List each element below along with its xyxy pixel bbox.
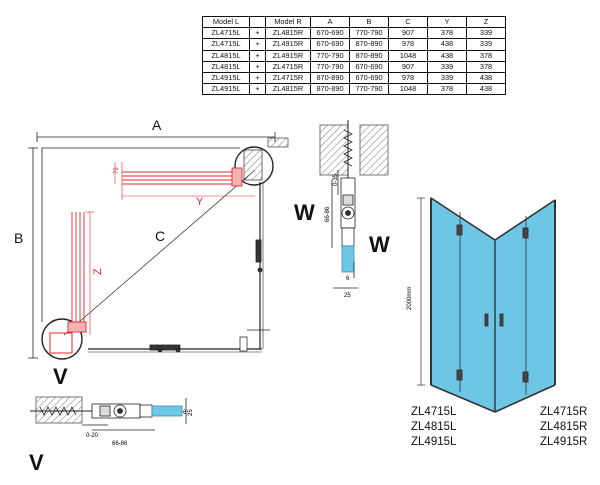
profile-lower [341,227,355,247]
top-profile-left [430,197,496,241]
label-0-20: 0-20 [86,433,99,439]
screw-icon-v [39,406,77,416]
label-66-86-v: 66-86 [112,441,128,447]
bottom-profile-right [494,384,556,413]
screw-icon [343,129,353,167]
right-model-list: ZL4715R ZL4815R ZL4915R [540,405,587,450]
spec-table: Model L Model R A B C Y Z ZL4715L+ZL4815… [202,15,506,96]
detail-circle-v [41,318,83,360]
corner-bracket [239,336,248,352]
hinge-icon [257,267,263,273]
handle-side [255,239,262,263]
hinge-icon [175,347,181,353]
right-model: ZL4815R [540,421,588,433]
label-v-plan: V [53,364,68,389]
hinge-icon [522,227,529,239]
label-v-detail: V [29,450,44,475]
left-model: ZL4815L [411,421,457,433]
bottom-profile-left [430,384,496,413]
hinge-icon [157,347,163,353]
wall-section-w-right [359,124,389,176]
label-c: C [155,228,166,244]
label-6-v: 6 [183,410,187,416]
label-height: 2000mm [407,287,413,310]
left-model: ZL4715L [411,406,457,418]
profile-bolt-center [345,210,351,216]
detail-v-drawing [30,396,187,431]
hinge-icon [456,224,463,236]
detail-w-hatch [243,149,263,181]
red-hinge-left [67,321,87,333]
glass-section-w [341,245,355,273]
table-cell: + [249,83,266,96]
table-cell: 770-790 [349,83,389,96]
detail-v-frame [49,332,73,354]
label-79: 79 [114,167,120,174]
detail-w-drawing [319,120,389,289]
wall-section-w [319,124,349,176]
diagonal-c [63,169,256,336]
wall-hatch [267,137,289,148]
plan-view [28,132,289,360]
left-model: ZL4915L [411,436,457,448]
label-25-w: 25 [344,293,351,299]
label-a: A [152,117,162,133]
label-66-86-w: 66-86 [325,206,331,222]
profile-slot [342,194,354,206]
profile-bolt-center-v [117,408,123,414]
red-hinge-top [231,167,243,187]
label-y: Y [196,196,204,208]
right-model: ZL4915R [540,436,588,448]
elevation-view [417,197,556,413]
left-glass-panel [430,197,496,413]
table-cell: ZL4915L [202,83,250,96]
label-6-w: 6 [346,276,350,282]
label-z: Z [92,268,104,275]
label-w-detail: W [294,200,315,225]
hinge-icon [456,369,463,381]
wall-section-v [35,396,83,424]
label-w-elevation: W [369,232,390,257]
label-25-v: 25 [188,409,194,416]
top-profile-right [494,199,556,241]
table-cell: 438 [466,83,506,96]
plan-open-doors [67,162,255,335]
handle-icon [484,313,489,327]
profile-end-v [139,404,153,418]
left-model-list: ZL4715L ZL4815L ZL4915L [411,405,456,450]
profile-slot-v [99,405,111,417]
right-model: ZL4715R [540,406,588,418]
table-cell: 1048 [388,83,428,96]
glass-section-v [151,405,183,417]
handle-front [149,344,181,351]
label-b: B [14,230,24,246]
table-cell: 870-890 [310,83,350,96]
handle-icon [499,313,504,327]
detail-circle-w [234,146,274,186]
label-0-35: 0-35 [333,173,339,186]
hinge-icon [522,371,529,383]
